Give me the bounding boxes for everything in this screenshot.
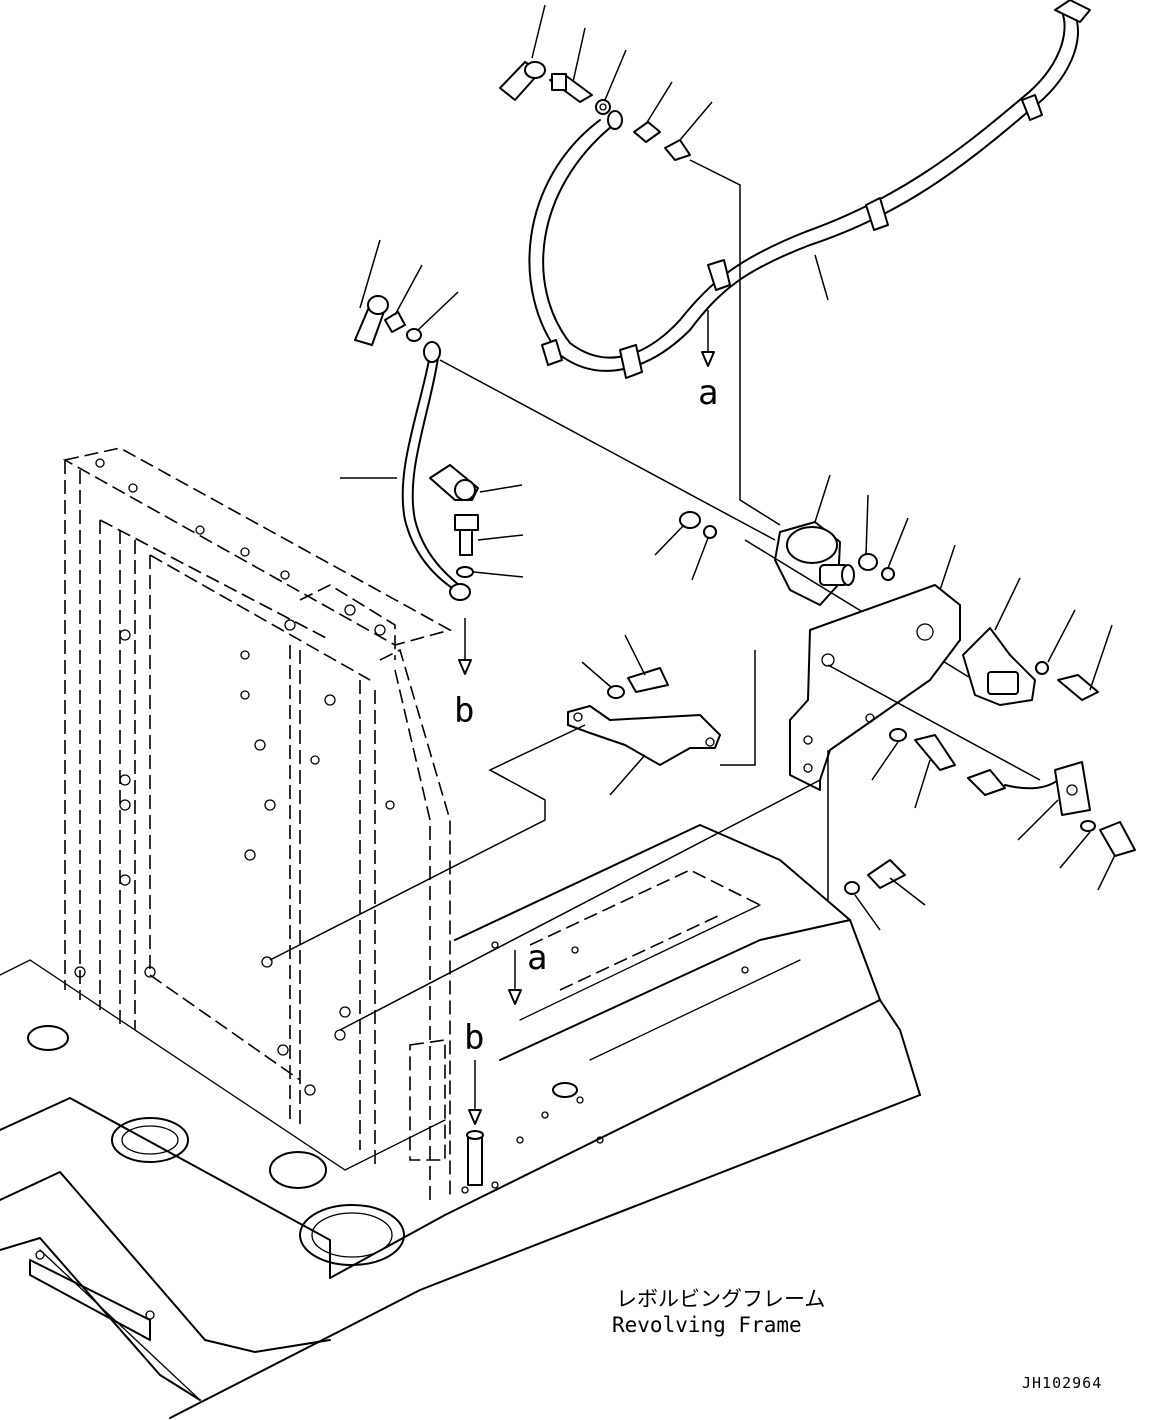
cable-leaders [340,239,776,660]
reference-label-b-cable: b [454,691,474,731]
caption-english: Revolving Frame [612,1313,802,1337]
reference-label-b-frame: b [464,1018,484,1058]
sensor-leaders [339,577,1116,1031]
hose-assembly [528,0,1091,379]
plate-leaders [720,544,1041,900]
frame-arrows [474,950,516,1110]
battery-relay [679,511,895,606]
mounting-plate [789,584,961,791]
small-bracket [567,667,721,766]
arrow-b-cable [458,659,472,675]
battery-cable [354,295,479,601]
arrow-a-frame [508,989,522,1005]
bracket-leaders [269,634,646,961]
arrow-b-frame [468,1109,482,1125]
arrow-a-top [701,351,715,367]
revolving-frame [0,824,921,1419]
reference-label-a-frame: a [527,938,547,978]
caption-japanese: レボルビングフレーム [616,1287,825,1311]
reference-label-a-top: a [698,373,718,413]
sensor-group [844,627,1136,895]
top-fasteners [499,61,691,161]
drawing-code: JH102964 [1022,1374,1102,1392]
top-leaders [531,4,829,526]
cab-frame [62,447,453,1200]
